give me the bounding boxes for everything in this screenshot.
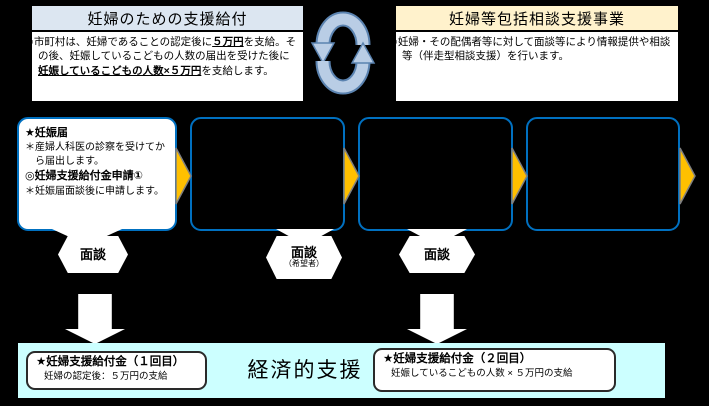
interview-label: 面談 [290,245,317,261]
flow-step1-lines: ★妊娠届＊産婦人科医の診察を受けてから届出します。◎妊婦支援給付金申請①＊妊娠届… [25,127,165,197]
second-payment-title: ★妊婦支援給付金（２回目） [383,353,532,365]
benefit-summary-box: 妊婦のための支援給付 ○市町村は、妊婦であることの認定後に５万円を支給。その後、… [27,4,305,103]
consult-summary-title: 妊婦等包括相談支援事業 [396,6,678,32]
interview-note: （希望者） [284,258,324,268]
flow-step-box-2 [190,117,345,231]
flow-step-box-4 [526,117,680,231]
flow-arrow-icon [679,147,696,205]
interview-label: 面談 [79,246,106,262]
flow-arrow-icon [175,147,192,205]
second-payment-desc: 妊娠しているこどもの人数 × ５万円の支給 [391,367,573,379]
benefit-summary-body: ○市町村は、妊婦であることの認定後に５万円を支給。その後、妊娠しているこどもの人… [27,36,297,77]
interview-label: 面談 [423,246,450,262]
interview-tail [52,229,122,238]
first-payment-desc: 妊婦の認定後：５万円の支給 [44,370,168,382]
consult-summary-box: 妊婦等包括相談支援事業 ○妊婦・その配偶者等に対して面談等により情報提供や相談等… [391,4,680,103]
flow-arrow-icon [511,147,528,205]
first-payment-box: ★妊婦支援給付金（１回目） 妊婦の認定後：５万円の支給 [26,351,207,390]
interview-callout-3: 面談 [399,236,475,273]
down-arrow-icon-right [407,294,467,344]
flow-arrow-icon [343,147,360,205]
economic-support-band: ★妊婦支援給付金（１回目） 妊婦の認定後：５万円の支給 経済的支援 ★妊婦支援給… [18,343,665,398]
cycle-arrows-icon [306,3,380,103]
interview-callout-1: 面談 [58,236,128,273]
benefit-summary-title: 妊婦のための支援給付 [32,6,303,32]
interview-tail [276,229,334,238]
flow-step-box-3 [358,117,513,231]
second-payment-box: ★妊婦支援給付金（２回目） 妊娠しているこどもの人数 × ５万円の支給 [373,348,616,392]
interview-callout-2: 面談 （希望者） [266,236,342,279]
first-payment-title: ★妊婦支援給付金（１回目） [36,356,185,368]
interview-tail [407,229,467,238]
consult-summary-body: ○妊婦・その配偶者等に対して面談等により情報提供や相談等（伴走型相談支援）を行い… [391,36,671,63]
down-arrow-icon-left [65,294,125,344]
economic-support-title: 経済的支援 [247,359,363,382]
flow-step-pregnancy-report: ★妊娠届＊産婦人科医の診察を受けてから届出します。◎妊婦支援給付金申請①＊妊娠届… [17,117,177,231]
